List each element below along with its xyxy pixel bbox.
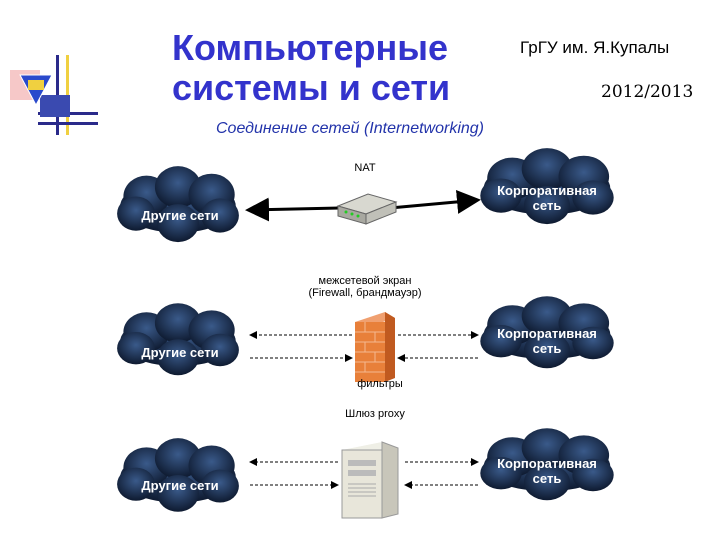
right-cloud-label-1-line-2: сеть <box>482 198 612 213</box>
right-cloud-label-1-line-1: Корпоративная <box>482 183 612 198</box>
right-cloud-label-2-line-2: сеть <box>482 341 612 356</box>
proxy-server-icon <box>342 442 398 518</box>
right-cloud-label-2: Корпоративная сеть <box>482 326 612 356</box>
right-cloud-label-2-line-1: Корпоративная <box>482 326 612 341</box>
filters-label: фильтры <box>340 378 420 390</box>
left-cloud-label-1: Другие сети <box>130 208 230 223</box>
left-cloud-2 <box>117 303 239 375</box>
nat-arrow-left <box>248 208 340 210</box>
right-cloud-label-3-line-1: Корпоративная <box>482 456 612 471</box>
left-cloud-label-3: Другие сети <box>130 478 230 493</box>
left-cloud-1 <box>117 166 239 242</box>
firewall-label-line-2: (Firewall, брандмауэр) <box>290 287 440 299</box>
firewall-label-line-1: межсетевой экран <box>290 275 440 287</box>
firewall-icon <box>355 312 395 382</box>
firewall-label: межсетевой экран (Firewall, брандмауэр) <box>290 275 440 299</box>
left-cloud-label-2: Другие сети <box>130 345 230 360</box>
proxy-label: Шлюз proxy <box>330 408 420 420</box>
nat-arrow-right <box>390 200 478 208</box>
router-icon <box>338 194 396 224</box>
right-cloud-label-1: Корпоративная сеть <box>482 183 612 213</box>
right-cloud-label-3: Корпоративная сеть <box>482 456 612 486</box>
left-cloud-3 <box>117 438 239 512</box>
right-cloud-label-3-line-2: сеть <box>482 471 612 486</box>
nat-label: NAT <box>345 162 385 174</box>
